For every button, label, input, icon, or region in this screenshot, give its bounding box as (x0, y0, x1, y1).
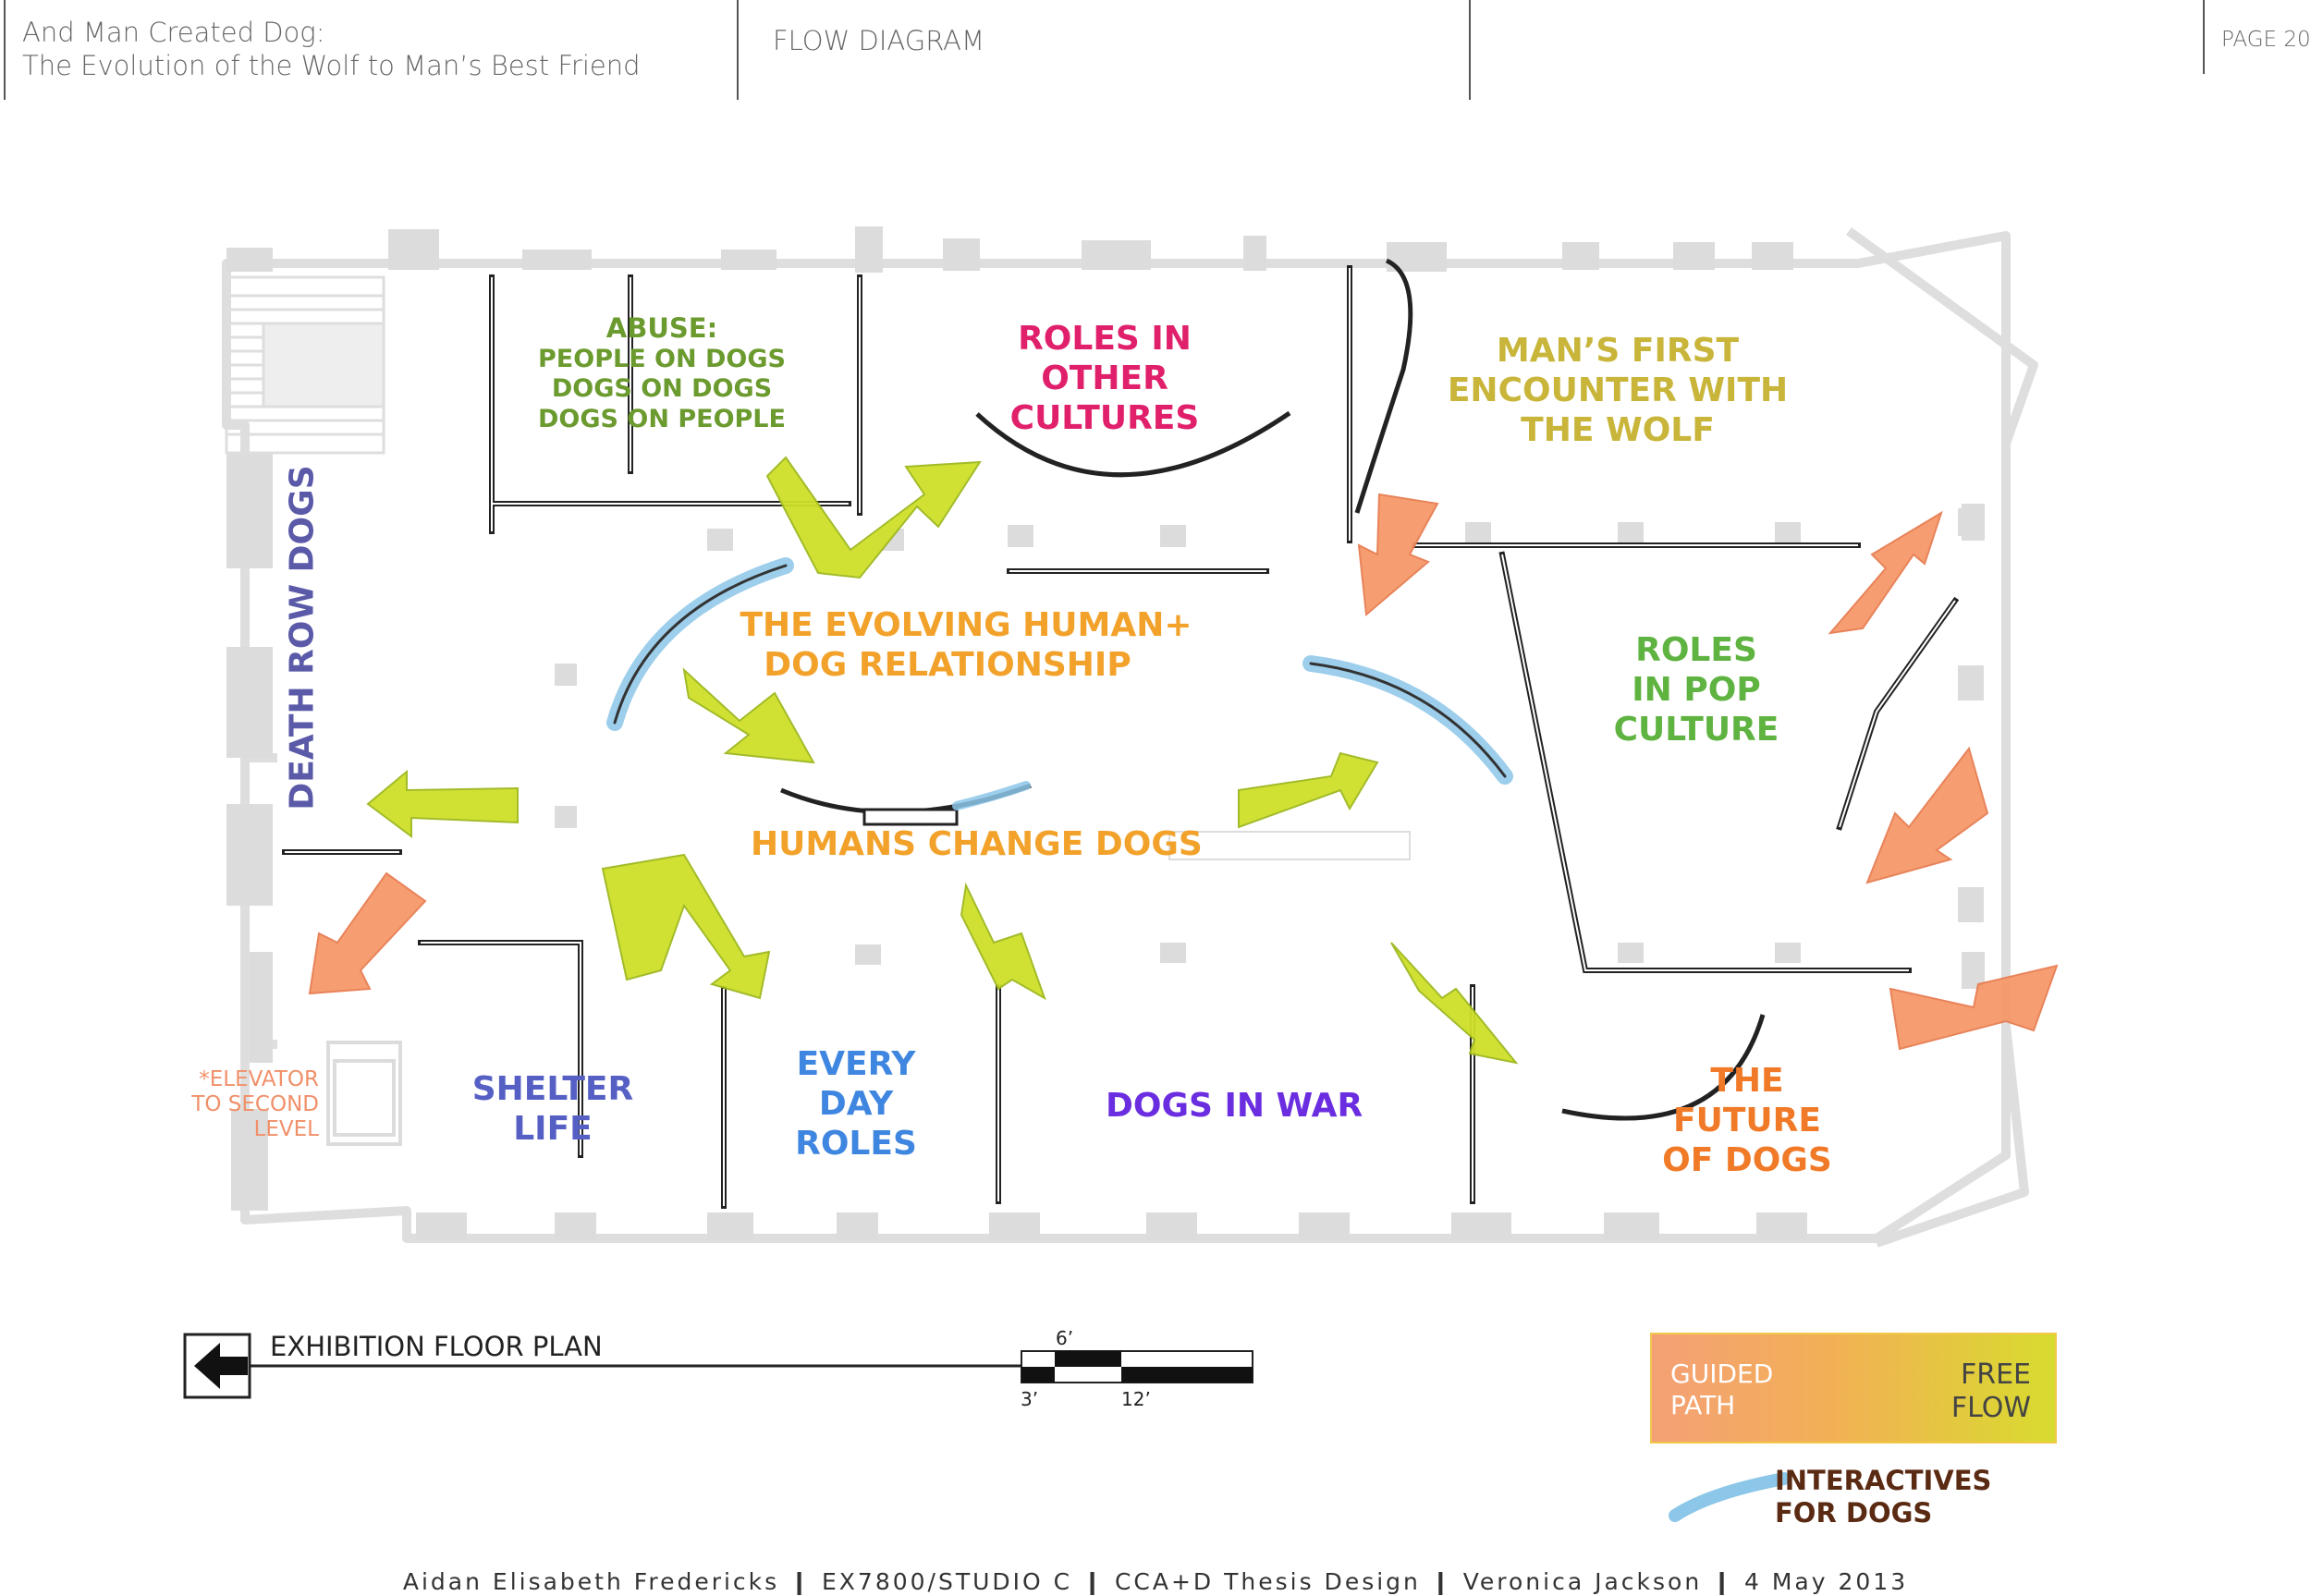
zone-label-line: ROLES IN (1018, 320, 1192, 358)
zone-label-line: DOG RELATIONSHIP (764, 646, 1131, 685)
zone-label-line: SHELTER (471, 1070, 634, 1108)
legend-interactives-line: FOR DOGS (1775, 1497, 1933, 1529)
scale-tick-12: 12’ (1121, 1388, 1151, 1410)
legend-interactives: INTERACTIVES FOR DOGS (1775, 1465, 1991, 1530)
zone-everyday-roles: EVERY DAY ROLES (782, 1044, 930, 1164)
zone-abuse-line: DOGS ON PEOPLE (538, 404, 786, 433)
display-case (1168, 831, 1411, 860)
footer-credits: Aidan Elisabeth Fredericks ❙ EX7800/STUD… (402, 1568, 1909, 1595)
zone-label-line: CULTURE (1613, 711, 1779, 749)
zone-label-line: OF DOGS (1662, 1141, 1832, 1180)
header-title-line2: The Evolution of the Wolf to Man’s Best … (22, 50, 641, 81)
zone-humans-change: HUMANS CHANGE DOGS (751, 825, 1203, 863)
header-divider (4, 0, 6, 100)
page-number: PAGE 20 (2221, 28, 2311, 52)
zone-label-line: DAY (818, 1085, 894, 1124)
bench (862, 808, 959, 826)
zone-future: THE FUTURE OF DOGS (1641, 1061, 1853, 1181)
zone-abuse: ABUSE: PEOPLE ON DOGS DOGS ON DOGS DOGS … (525, 312, 799, 434)
interactive-legend-swatch (1669, 1472, 1791, 1522)
zone-label-line: OTHER (1041, 359, 1168, 398)
elevator-note: *ELEVATOR TO SECOND LEVEL (176, 1067, 319, 1142)
free-flow-arrows (366, 456, 1519, 1065)
zone-label-line: EVERY (796, 1045, 916, 1083)
legend-free-line: FREE (1960, 1358, 2031, 1391)
zone-label-line: CULTURES (1009, 399, 1200, 438)
header-title-line1: And Man Created Dog: (22, 17, 325, 48)
legend-guided: GUIDED PATH (1670, 1358, 1773, 1420)
guided-path-arrows (308, 493, 2059, 1051)
section-title: FLOW DIAGRAM (773, 25, 985, 56)
header-divider (1469, 0, 1471, 100)
elevator-note-line: TO SECOND (191, 1092, 319, 1117)
scale-tick-6: 6’ (1056, 1327, 1074, 1349)
zone-label-line: THE WOLF (1521, 411, 1715, 450)
zone-label-line: THE EVOLVING HUMAN+ (740, 606, 1192, 644)
flow-legend: GUIDED PATH FREE FLOW (1650, 1333, 2057, 1444)
zone-label-line: LIFE (513, 1110, 593, 1149)
zone-abuse-line: DOGS ON DOGS (551, 374, 773, 404)
stairwell (225, 275, 385, 455)
column-blocks (226, 226, 1985, 1240)
header-divider (737, 0, 739, 100)
legend-guided-line: GUIDED (1670, 1358, 1774, 1389)
zone-first-encounter: MAN’S FIRST ENCOUNTER WITH THE WOLF (1447, 331, 1789, 451)
elevator (326, 1041, 402, 1146)
legend-guided-line: PATH (1670, 1389, 1736, 1420)
zone-dogs-in-war: DOGS IN WAR (1106, 1087, 1363, 1125)
legend-free-line: FLOW (1950, 1392, 2031, 1424)
header-divider (2203, 0, 2205, 74)
zone-label-line: ENCOUNTER WITH (1447, 372, 1789, 410)
zone-evolving: THE EVOLVING HUMAN+ DOG RELATIONSHIP (740, 605, 1192, 685)
zone-label-line: THE (1710, 1062, 1784, 1100)
legend-free: FREE FLOW (1951, 1358, 2031, 1425)
elevator-note-line: *ELEVATOR (199, 1067, 319, 1091)
zone-label-line: ROLES (1635, 631, 1757, 669)
interactive-strokes (606, 557, 1513, 810)
scale-label: EXHIBITION FLOOR PLAN (270, 1331, 603, 1362)
zone-label-line: FUTURE (1673, 1102, 1821, 1140)
zone-abuse-line: PEOPLE ON DOGS (538, 344, 786, 373)
zone-pop-culture: ROLES IN POP CULTURE (1581, 630, 1812, 750)
zone-death-row: DEATH ROW DOGS (283, 465, 322, 810)
zone-abuse-title: ABUSE: (605, 312, 718, 344)
partition-walls-outline (285, 268, 1956, 1206)
scale-tick-3: 3’ (1021, 1388, 1039, 1410)
scale-bar (183, 1333, 1253, 1399)
legend-interactives-line: INTERACTIVES (1775, 1465, 1992, 1496)
zone-roles-other-cultures: ROLES IN OTHER CULTURES (998, 319, 1211, 439)
zone-label-line: IN POP (1632, 671, 1761, 710)
zone-shelter-life: SHELTER LIFE (460, 1069, 645, 1149)
zone-label-line: MAN’S FIRST (1496, 332, 1740, 370)
elevator-note-line: LEVEL (253, 1117, 319, 1142)
zone-label-line: ROLES (795, 1125, 917, 1163)
